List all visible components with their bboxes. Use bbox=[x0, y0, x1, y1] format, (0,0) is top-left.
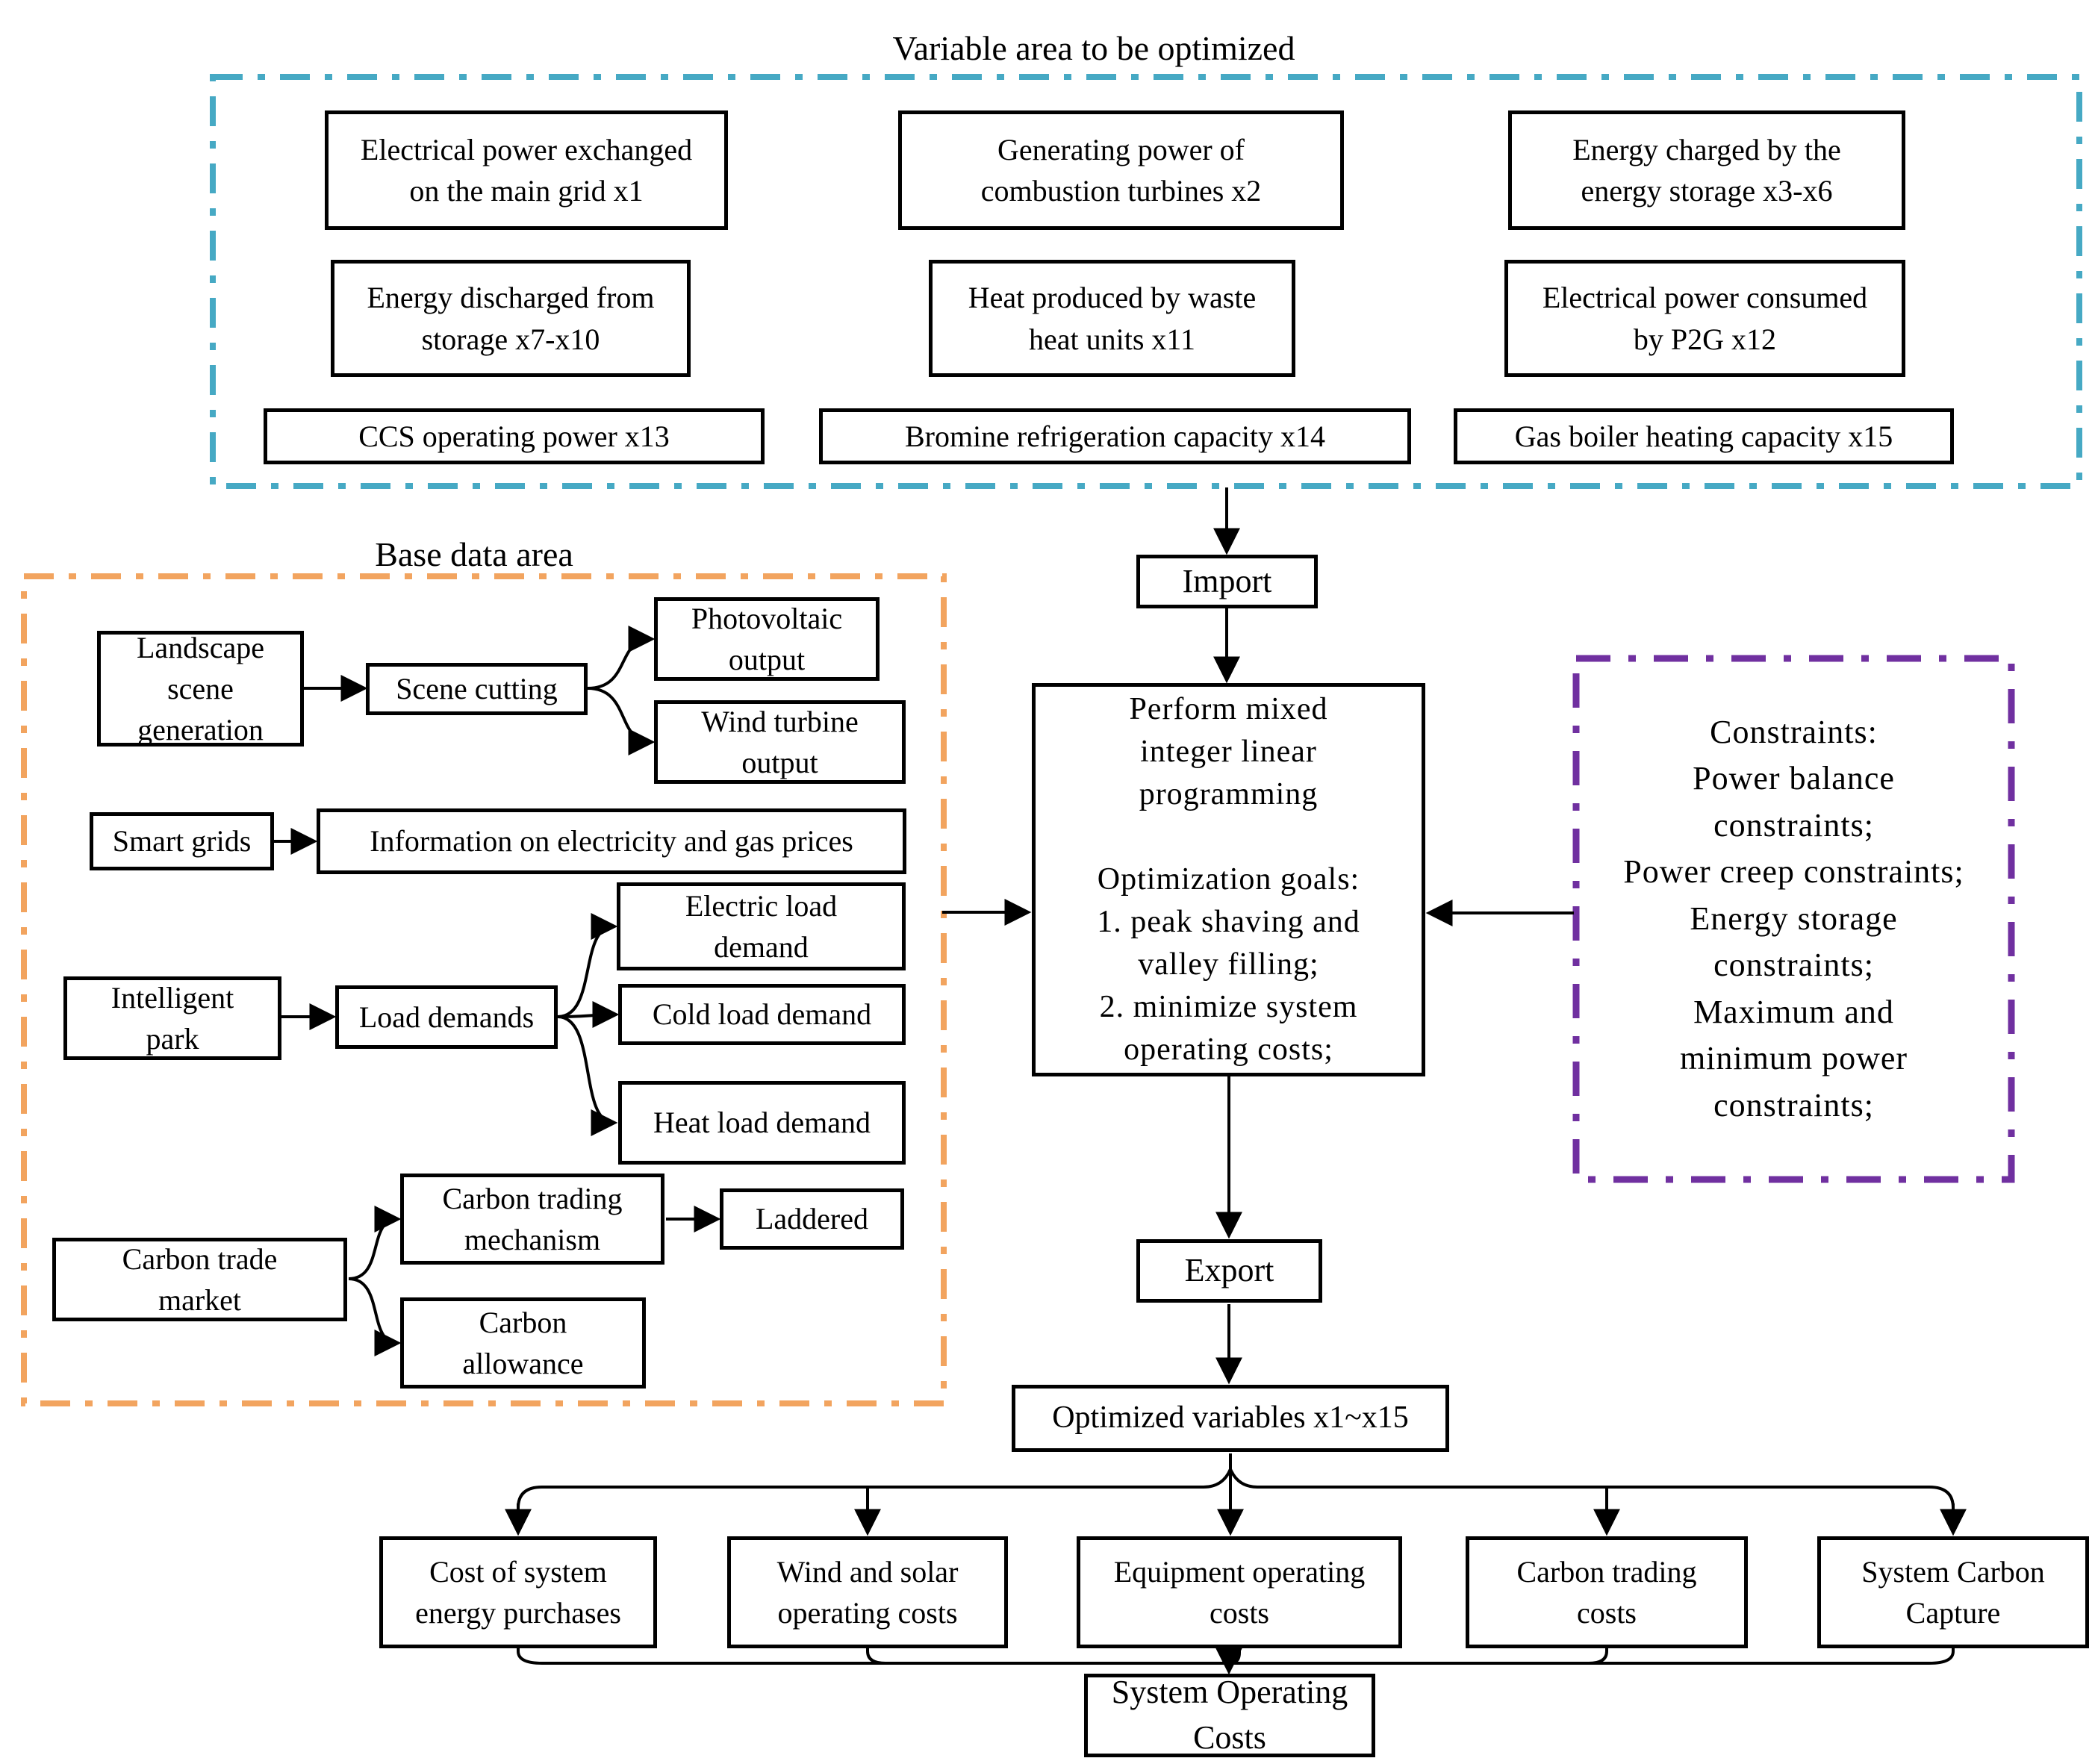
converge-stub-4 bbox=[1588, 1648, 1608, 1665]
base-data-area-title: Base data area bbox=[375, 535, 573, 573]
node-scene-cutting: Scene cutting bbox=[366, 663, 588, 715]
constraints-border bbox=[1572, 655, 2015, 1183]
constraints-text: Constraints: Power balance constraints; … bbox=[1623, 713, 1964, 1123]
converge-stub-3 bbox=[1231, 1648, 1241, 1665]
node-carbon-trading-mechanism: Carbon trading mechanism bbox=[400, 1174, 664, 1265]
var-box-energy-charged: Energy charged by the energy storage x3-… bbox=[1508, 110, 1905, 230]
arrow-load-to-heat bbox=[557, 1015, 618, 1136]
node-laddered: Laddered bbox=[720, 1188, 904, 1250]
var-box-grid-exchange: Electrical power exchanged on the main g… bbox=[325, 110, 728, 230]
flow-arrows bbox=[274, 487, 1967, 1675]
arrow-scenecutting-to-pv bbox=[587, 626, 656, 690]
var-box-gas-boiler: Gas boiler heating capacity x15 bbox=[1454, 408, 1954, 464]
node-photovoltaic-output: Photovoltaic output bbox=[654, 597, 880, 681]
arrow-scenecutting-to-wind bbox=[587, 687, 656, 755]
arrow-load-to-cold bbox=[557, 1001, 620, 1029]
arrow-market-to-mechanism bbox=[348, 1206, 402, 1280]
output-box-wind-solar-costs: Wind and solar operating costs bbox=[727, 1536, 1008, 1648]
output-box-equipment-costs: Equipment operating costs bbox=[1077, 1536, 1402, 1648]
node-electric-load-demand: Electric load demand bbox=[617, 882, 906, 970]
optimized-variables-box: Optimized variables x1~x15 bbox=[1012, 1385, 1449, 1452]
distribution-rail bbox=[517, 1465, 1955, 1532]
var-box-waste-heat: Heat produced by waste heat units x11 bbox=[929, 260, 1295, 377]
var-box-ccs: CCS operating power x13 bbox=[264, 408, 765, 464]
node-wind-turbine-output: Wind turbine output bbox=[654, 700, 906, 784]
node-carbon-trade-market: Carbon trade market bbox=[52, 1238, 347, 1321]
output-box-system-carbon-capture: System Carbon Capture bbox=[1817, 1536, 2089, 1648]
node-info-prices: Information on electricity and gas price… bbox=[317, 808, 906, 874]
var-box-energy-discharged: Energy discharged from storage x7-x10 bbox=[331, 260, 691, 377]
variable-area-title: Variable area to be optimized bbox=[892, 29, 1295, 67]
system-operating-costs-box: System Operating Costs bbox=[1084, 1674, 1375, 1757]
export-box: Export bbox=[1136, 1239, 1322, 1303]
var-box-combustion-turbines: Generating power of combustion turbines … bbox=[898, 110, 1344, 230]
node-load-demands: Load demands bbox=[335, 985, 558, 1049]
var-box-bromine: Bromine refrigeration capacity x14 bbox=[819, 408, 1411, 464]
node-heat-load-demand: Heat load demand bbox=[618, 1081, 906, 1165]
arrow-load-to-electric bbox=[557, 913, 618, 1018]
converge-stub-2 bbox=[866, 1648, 886, 1665]
node-smart-grids: Smart grids bbox=[90, 812, 274, 870]
output-box-carbon-trading-costs: Carbon trading costs bbox=[1466, 1536, 1748, 1648]
output-box-energy-purchases: Cost of system energy purchases bbox=[379, 1536, 657, 1648]
var-box-p2g: Electrical power consumed by P2G x12 bbox=[1504, 260, 1905, 377]
converge-rail-right bbox=[1229, 1648, 1955, 1665]
node-cold-load-demand: Cold load demand bbox=[618, 984, 906, 1045]
converge-rail-left bbox=[517, 1648, 1229, 1665]
node-intelligent-park: Intelligent park bbox=[63, 976, 281, 1060]
node-landscape-scene-generation: Landscape scene generation bbox=[97, 631, 304, 747]
milp-box: Perform mixed integer linear programming… bbox=[1032, 683, 1425, 1076]
node-carbon-allowance: Carbon allowance bbox=[400, 1297, 646, 1389]
variable-area-border bbox=[210, 74, 2082, 489]
import-box: Import bbox=[1136, 555, 1318, 608]
arrow-market-to-allowance bbox=[348, 1277, 402, 1356]
